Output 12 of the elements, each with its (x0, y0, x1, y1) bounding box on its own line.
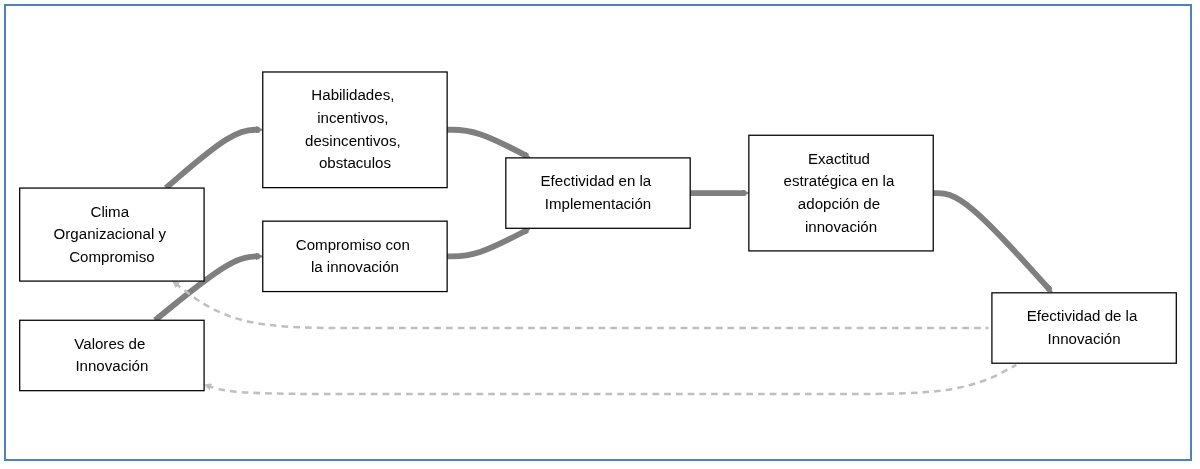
arrow (447, 226, 531, 259)
arrow (172, 280, 989, 329)
node-box: Clima Organizacional y Compromiso (19, 186, 205, 282)
node-box: Efectividad de la Innovación (991, 291, 1177, 364)
arrow (204, 363, 1017, 395)
node-box: Exactitud estratégica en la adopción de innovación (748, 134, 934, 252)
arrow (447, 126, 531, 159)
node-box: Compromiso con la innovación (262, 220, 448, 292)
arrow (933, 189, 1053, 293)
node-box: Valores de Innovación (19, 319, 205, 391)
node-box: Efectividad en la Implementación (505, 156, 691, 229)
node-box: Habilidades, incentivos, desincentivos, obstaculos (262, 70, 448, 188)
